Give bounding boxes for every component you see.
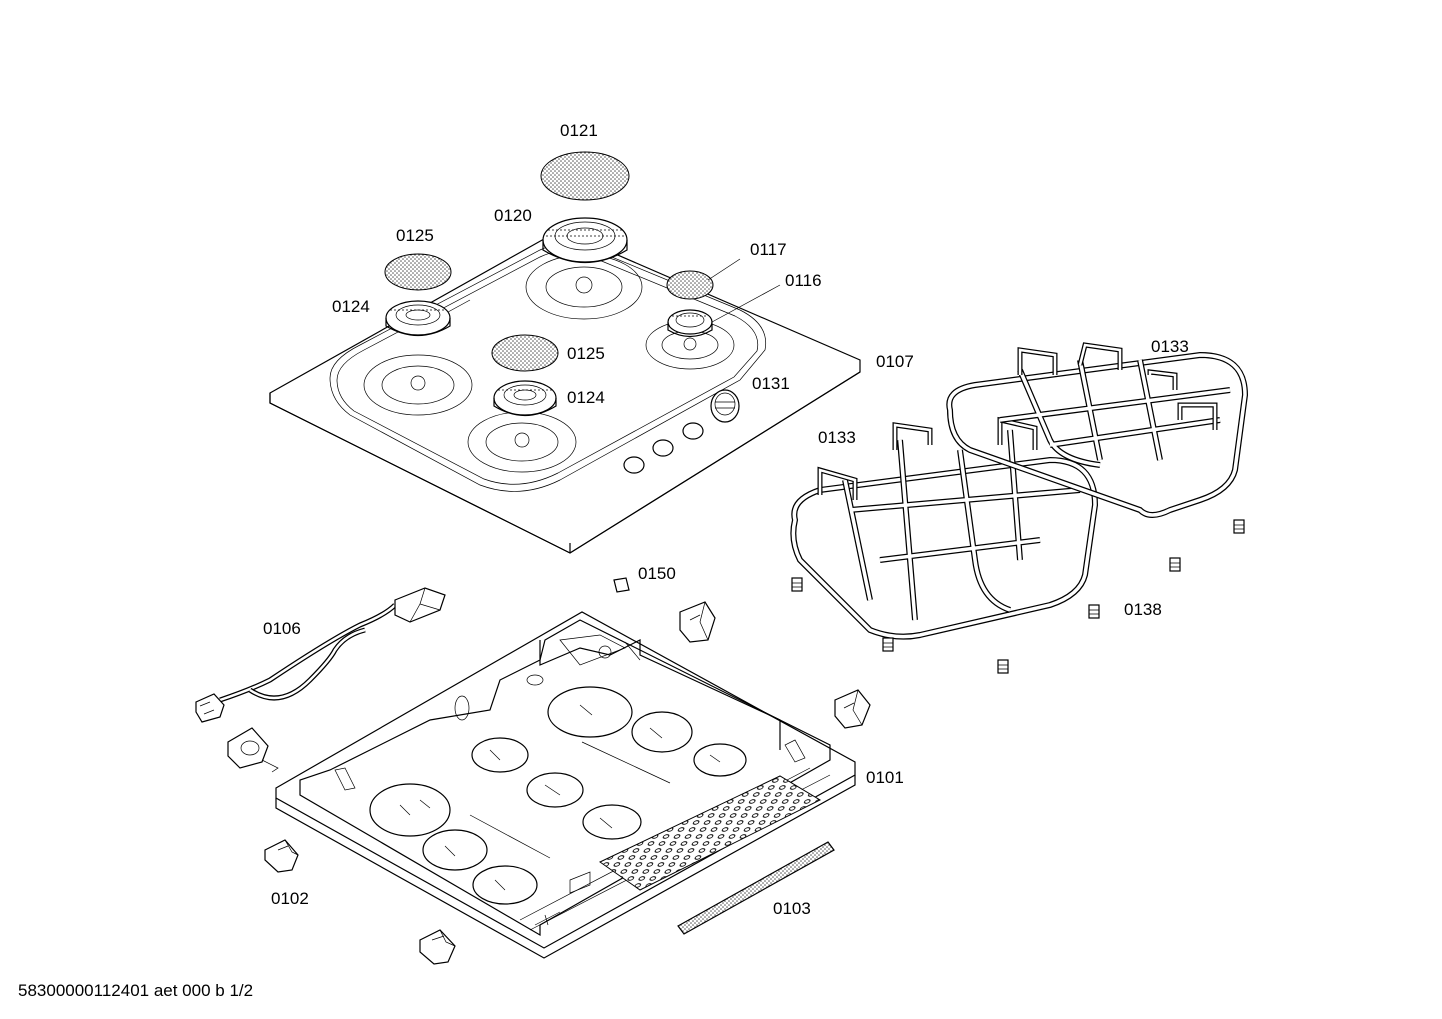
part-label-0138: 0138 [1124,600,1162,619]
part-label-0121: 0121 [560,121,598,140]
tray-clip-left [264,839,299,873]
small-clip-part [613,577,630,593]
tray-clip-rear [679,601,716,643]
power-cord [195,587,446,723]
burner-crown-medium-left [385,300,451,336]
leader-line-0124 [447,299,471,313]
part-label-0131: 0131 [752,374,790,393]
burner-cap-medium-front [491,334,559,372]
base-tray [275,611,856,959]
leader-line-0116 [711,284,781,323]
pan-support-rear [946,342,1249,518]
burner-cap-large [540,151,630,201]
part-label-0101: 0101 [866,768,904,787]
leader-line-0117 [707,258,741,281]
part-label-0102: 0102 [271,889,309,908]
part-label-0124-left: 0124 [332,297,370,316]
rubber-feet [791,519,1245,674]
tray-clip-right [834,689,871,729]
igniter-module [227,727,279,773]
part-label-0133-front: 0133 [818,428,856,447]
part-label-0103: 0103 [773,899,811,918]
part-label-0116: 0116 [785,271,822,290]
part-label-0125-front: 0125 [567,344,605,363]
part-label-0106: 0106 [263,619,301,638]
control-knob [710,389,740,423]
part-label-0133-rear: 0133 [1151,337,1189,356]
part-label-0125-top: 0125 [396,226,434,245]
part-label-0124-front: 0124 [567,388,605,407]
burner-cap-small [666,270,714,300]
burner-crown-medium-front [493,380,557,416]
seal-strip [677,841,835,935]
part-label-0117: 0117 [750,240,787,259]
part-label-0107: 0107 [876,352,914,371]
part-label-0120: 0120 [494,206,532,225]
document-footer-code: 58300000112401 aet 000 b 1/2 [18,981,254,1000]
part-label-0150: 0150 [638,564,676,583]
burner-cap-medium-left [384,253,452,291]
tray-clip-bottom [419,929,456,965]
burner-crown-large [542,217,628,264]
pan-support-front [790,416,1099,640]
